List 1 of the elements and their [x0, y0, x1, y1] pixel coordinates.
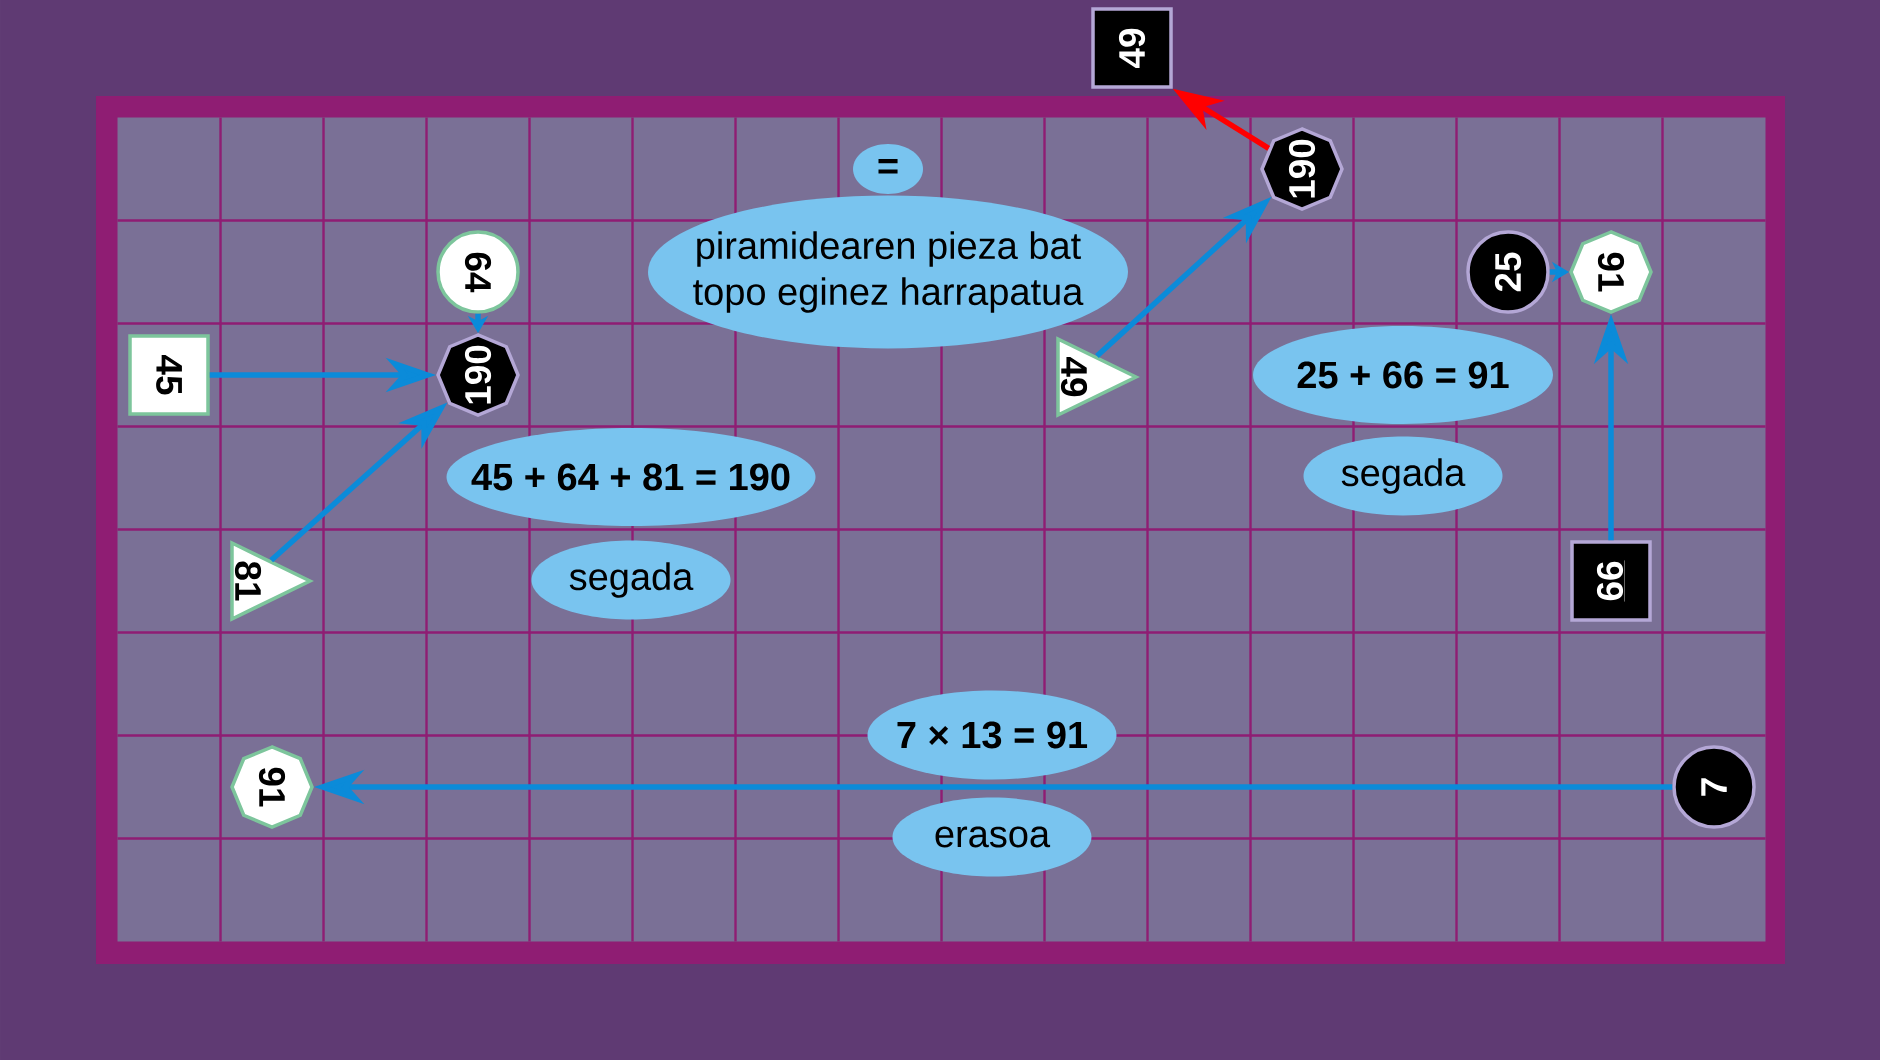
square-piece: 49 [1091, 7, 1173, 89]
